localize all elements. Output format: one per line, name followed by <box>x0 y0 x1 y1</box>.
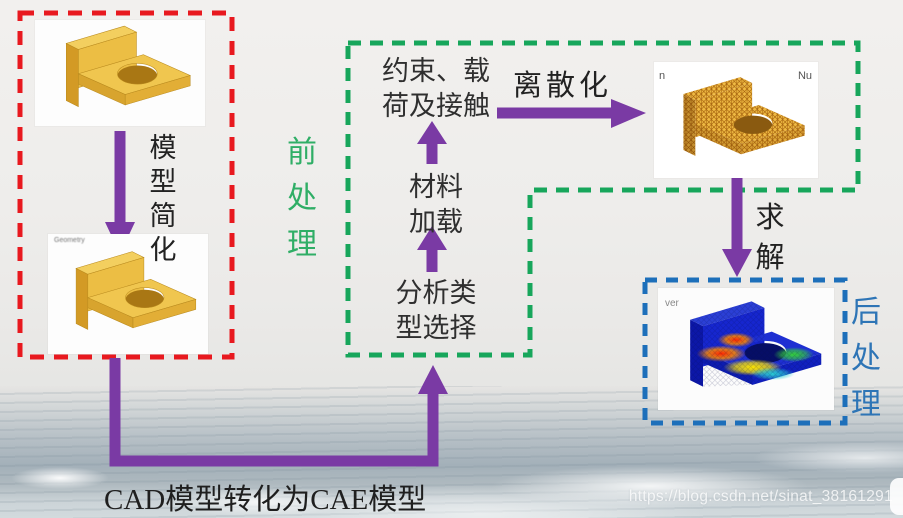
step-analysis-type: 分析类 型选择 <box>395 278 477 343</box>
bracket-base-front <box>124 75 191 106</box>
step-material-loading: 材料 加载 <box>409 172 463 237</box>
connector-cad-to-cae <box>109 358 439 467</box>
bracket-hole-depth <box>117 65 158 87</box>
cad-model-simplified: Geometry <box>48 234 208 354</box>
mesh-base-left-shade <box>695 123 742 155</box>
model-software-caption: Geometry <box>54 237 85 244</box>
label-solve: 求 解 <box>755 202 785 274</box>
bracket-wall-side <box>75 267 89 330</box>
cad-model-original <box>35 20 205 126</box>
mesh-wall-side-shade <box>683 94 696 156</box>
watermark-url: https://blog.csdn.net/sinat_38161291 <box>628 488 893 505</box>
mesh-hole-depth <box>733 115 773 136</box>
mesh-base-left <box>695 123 742 155</box>
result-bracket-faces <box>690 301 822 387</box>
caption-cad-to-cae: CAD模型转化为CAE模型 <box>104 484 427 516</box>
mesh-wall-side <box>683 94 696 156</box>
label-preprocess: 前 处 理 <box>287 136 317 261</box>
mesh-base-front <box>741 125 805 155</box>
mesh-caption-right: Nu <box>797 70 812 82</box>
result-mesh-overlay <box>690 301 822 387</box>
connector-cad-to-cae-head <box>418 365 448 394</box>
bracket-hole-depth <box>125 289 164 310</box>
cad-stage-box <box>17 10 235 360</box>
bracket-wall-side <box>66 42 79 108</box>
mesh-bracket-illustration <box>683 77 805 156</box>
arrow-discretize-head <box>611 99 646 128</box>
arrow-material-constraints-head <box>417 121 447 144</box>
mesh-bracket-faces <box>683 77 805 156</box>
mesh-model: n Nu <box>654 62 818 178</box>
mesh-wall-top <box>683 77 753 100</box>
label-discretization: 离散化 <box>513 70 613 102</box>
mesh-caption-left: n <box>659 70 666 82</box>
result-bracket-illustration <box>690 301 822 387</box>
cad-bracket-illustration <box>65 25 191 108</box>
mesh-base-front-shade <box>741 125 805 155</box>
scroll-nub <box>890 478 903 515</box>
bracket-base-front <box>132 299 197 329</box>
result-caption: ver <box>665 298 679 309</box>
label-postprocess: 后 处 理 <box>851 296 881 421</box>
step-constraints-loads-contact: 约束、载 荷及接触 <box>382 56 490 121</box>
result-model: ver <box>658 288 834 410</box>
arrow-analysis-material-head <box>417 226 447 250</box>
cad-bracket-simplified-illustration <box>75 251 197 330</box>
preprocess-stage-box <box>345 40 861 358</box>
mesh-base-top <box>695 105 805 145</box>
arrow-solve-head <box>722 249 752 277</box>
postprocess-stage-box <box>642 277 848 426</box>
label-model-simplify: 模 型 简 化 <box>149 133 177 265</box>
